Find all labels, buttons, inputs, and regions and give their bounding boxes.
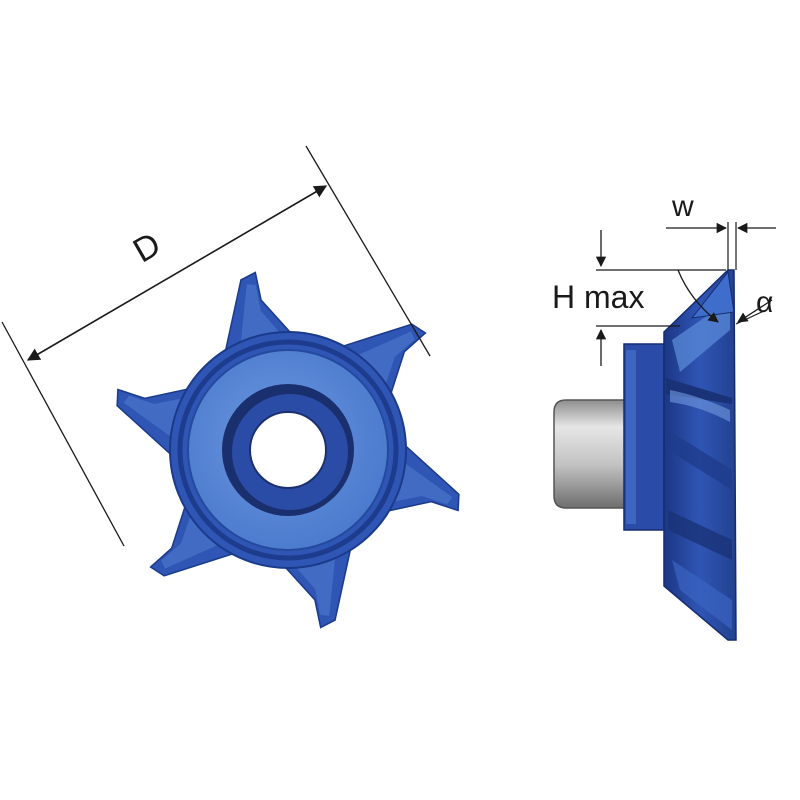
shank — [553, 399, 629, 509]
width-label: w — [671, 190, 694, 223]
angle-label: α — [756, 286, 773, 319]
diameter-label: D — [127, 225, 167, 270]
height-label: H max — [552, 279, 644, 315]
angle-dimension: α — [677, 269, 773, 325]
front-view — [116, 271, 460, 629]
width-dimension: w — [666, 190, 776, 270]
cutting-tip — [690, 270, 735, 319]
height-dimension: H max — [552, 230, 726, 366]
center-hole — [249, 411, 327, 489]
side-view — [553, 269, 737, 641]
